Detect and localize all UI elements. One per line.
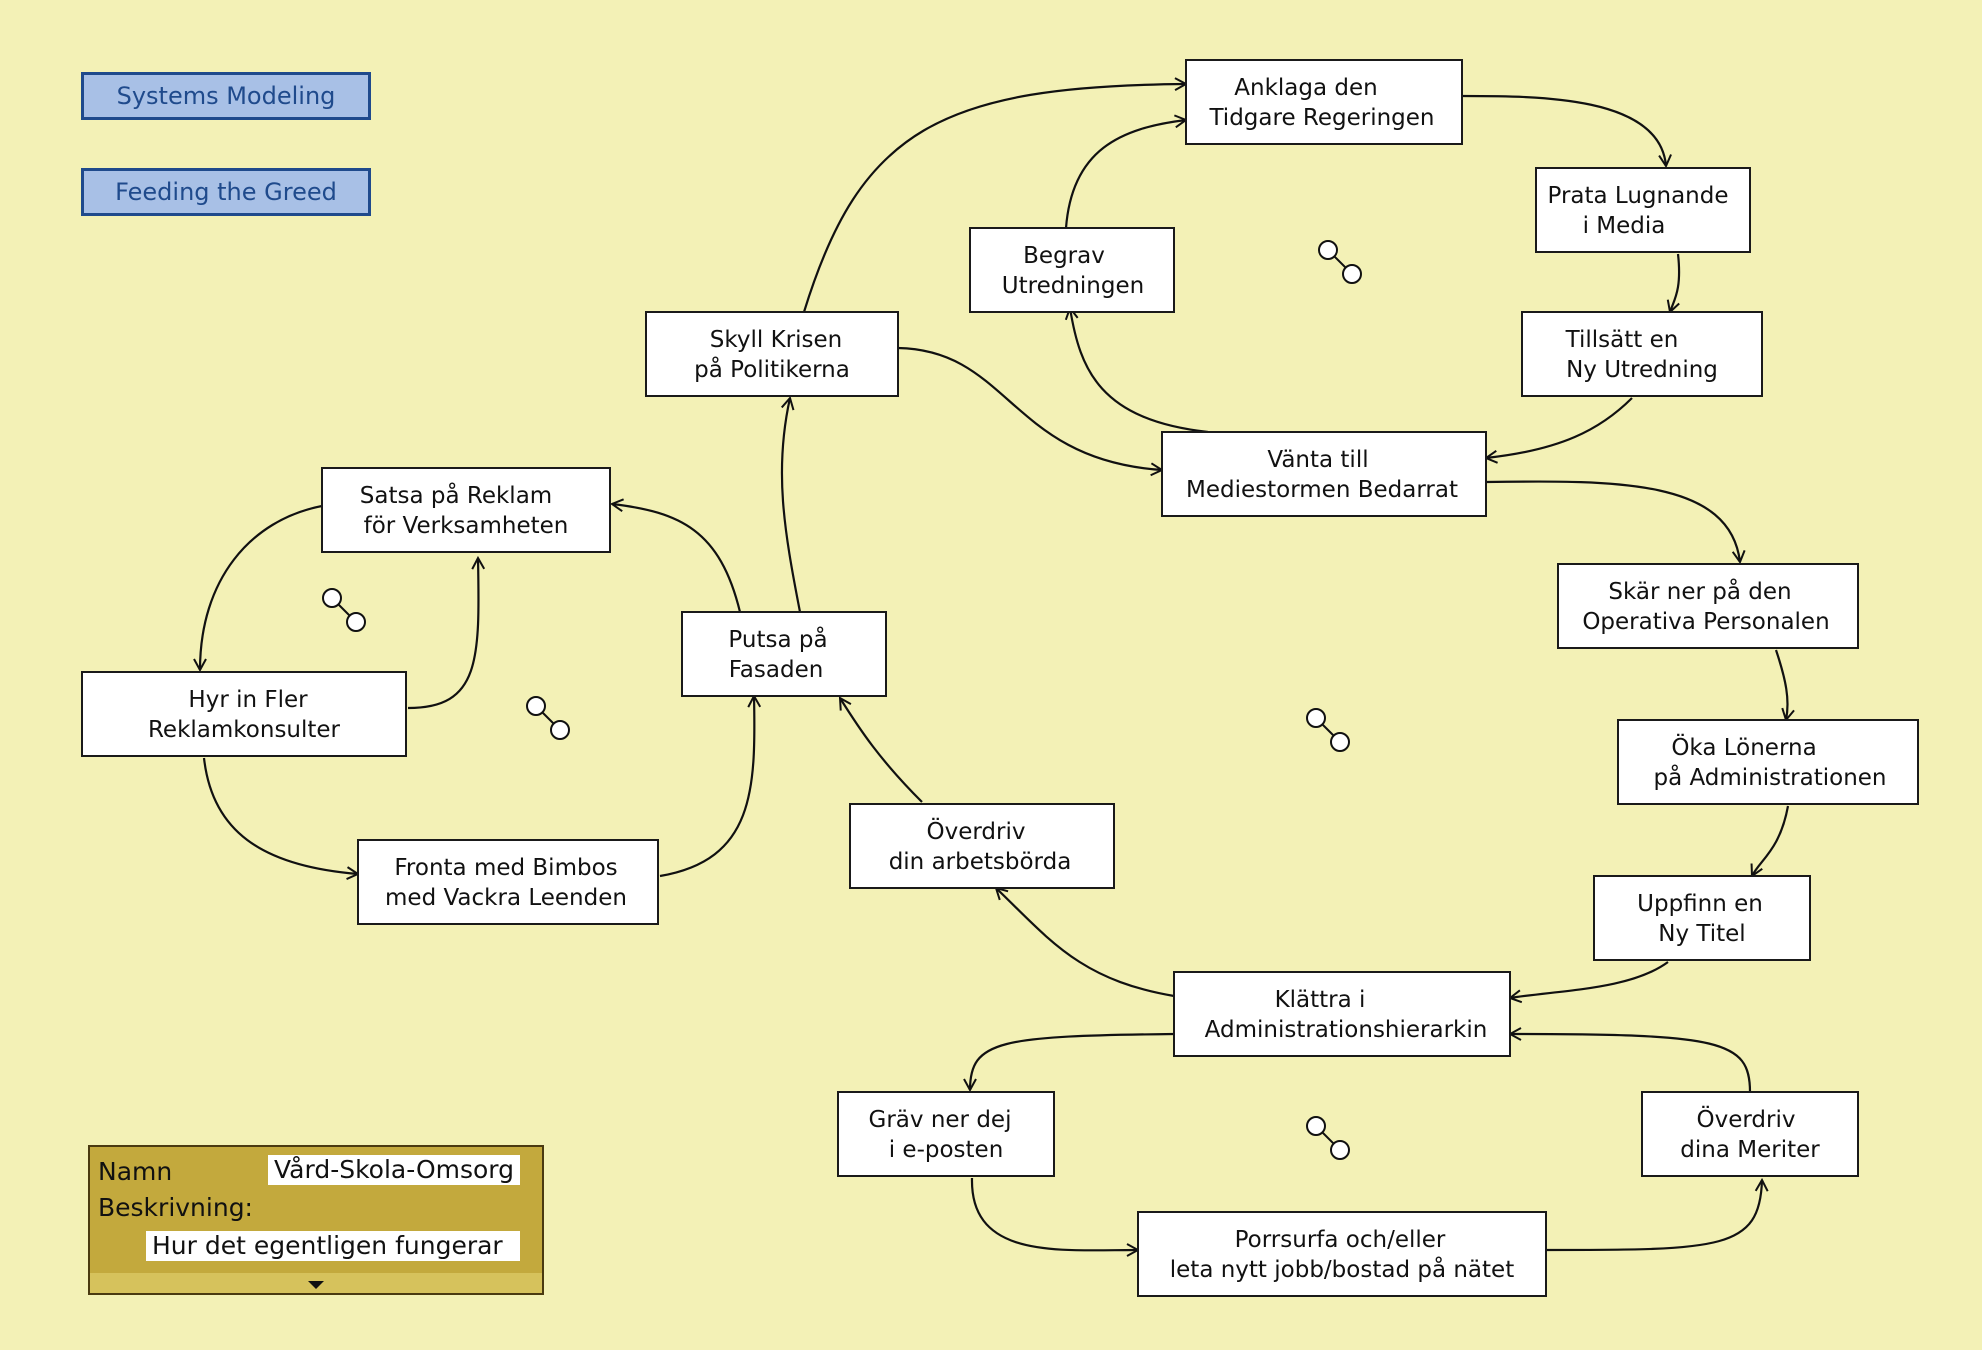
loop-marker-left-upper — [322, 588, 366, 632]
node-hyr[interactable]: Hyr in Fler Reklamkonsulter — [81, 671, 407, 757]
node-anklaga[interactable]: Anklaga den Tidgare Regeringen — [1185, 59, 1463, 145]
node-skar-line1: Skär ner på den — [1608, 577, 1791, 605]
node-overdriv-arb-line2: din arbetsbörda — [889, 849, 1072, 875]
edge-skyll-vanta — [897, 346, 1162, 470]
node-klattra[interactable]: Klättra i Administrationshierarkin — [1173, 971, 1511, 1057]
node-porr-line2: leta nytt jobb/bostad på nätet — [1170, 1255, 1514, 1283]
node-uppfinn[interactable]: Uppfinn en Ny Titel — [1593, 875, 1811, 961]
node-tillsatt[interactable]: Tillsätt en Ny Utredning — [1521, 311, 1763, 397]
node-skyll-line2: på Politikerna — [694, 355, 850, 383]
node-begrav-line2: Utredningen — [1002, 273, 1144, 299]
node-klattra-line1: Klättra i — [1275, 987, 1366, 1013]
description-field[interactable]: Hur det egentligen fungerar — [146, 1231, 520, 1261]
name-field[interactable]: Vård-Skola-Omsorg — [268, 1155, 521, 1185]
loop-marker-top — [1318, 240, 1362, 284]
edge-uppfinn-klattra — [1510, 961, 1669, 998]
node-grav[interactable]: Gräv ner dej i e-posten — [837, 1091, 1055, 1177]
edge-klattra-overdriv-arb — [996, 888, 1175, 998]
node-skar-line2: Operativa Personalen — [1582, 609, 1829, 635]
node-tillsatt-line2: Ny Utredning — [1566, 357, 1718, 383]
node-overdriv-mer[interactable]: Överdriv dina Meriter — [1641, 1091, 1859, 1177]
edge-hyr-fronta — [202, 757, 358, 874]
node-putsa-line1: Putsa på — [728, 625, 827, 653]
node-hyr-line1: Hyr in Fler — [188, 687, 308, 713]
node-oka[interactable]: Öka Lönerna på Administrationen — [1617, 719, 1919, 805]
node-hyr-line2: Reklamkonsulter — [148, 717, 341, 743]
node-porr-line1: Porrsurfa och/eller — [1235, 1227, 1446, 1253]
node-satsa-line1: Satsa på Reklam — [360, 481, 552, 509]
edge-skyll-anklaga — [802, 84, 1186, 313]
node-prata-line1: Prata Lugnande — [1547, 183, 1728, 209]
node-vanta-line2: Mediestormen Bedarrat — [1186, 477, 1458, 503]
node-putsa-line2: Fasaden — [729, 657, 824, 683]
node-putsa[interactable]: Putsa på Fasaden — [681, 611, 887, 697]
node-uppfinn-line1: Uppfinn en — [1637, 891, 1763, 917]
edge-vanta-begrav — [1070, 308, 1209, 434]
node-prata-line2: i Media — [1583, 213, 1666, 239]
node-fronta[interactable]: Fronta med Bimbos med Vackra Leenden — [357, 839, 659, 925]
node-prata[interactable]: Prata Lugnande i Media — [1535, 167, 1751, 253]
node-overdriv-arb-line1: Överdriv — [927, 817, 1026, 845]
edge-hyr-satsa — [407, 558, 479, 710]
node-grav-line1: Gräv ner dej — [869, 1107, 1012, 1133]
node-begrav-line1: Begrav — [1023, 243, 1105, 269]
node-satsa-line2: för Verksamheten — [364, 513, 569, 539]
edge-overdriv-arb-putsa — [840, 698, 923, 803]
feeding-the-greed-button[interactable]: Feeding the Greed — [81, 168, 371, 216]
node-oka-line2: på Administrationen — [1653, 763, 1886, 791]
loop-marker-left-lower — [526, 696, 570, 740]
edge-oka-uppfinn — [1752, 805, 1790, 876]
node-anklaga-line2: Tidgare Regeringen — [1208, 105, 1434, 131]
node-klattra-line2: Administrationshierarkin — [1205, 1017, 1488, 1043]
description-label: Beskrivning: — [98, 1193, 253, 1222]
node-grav-line2: i e-posten — [889, 1137, 1004, 1163]
node-vanta-line1: Vänta till — [1267, 447, 1368, 473]
node-oka-line1: Öka Lönerna — [1671, 733, 1816, 761]
edge-fronta-putsa — [659, 696, 754, 878]
dropdown-arrow-icon[interactable] — [308, 1281, 324, 1289]
edge-tillsatt-vanta — [1486, 397, 1633, 458]
edge-anklaga-prata — [1461, 94, 1666, 166]
edge-satsa-hyr — [200, 504, 323, 670]
systems-modeling-button[interactable]: Systems Modeling — [81, 72, 371, 120]
loop-marker-bottom — [1306, 1116, 1350, 1160]
edge-begrav-anklaga — [1064, 120, 1186, 229]
edge-vanta-skar — [1485, 480, 1740, 562]
node-skyll[interactable]: Skyll Krisen på Politikerna — [645, 311, 899, 397]
node-fronta-line2: med Vackra Leenden — [385, 885, 627, 911]
node-overdriv-arb[interactable]: Överdriv din arbetsbörda — [849, 803, 1115, 889]
node-begrav[interactable]: Begrav Utredningen — [969, 227, 1175, 313]
name-label: Namn — [98, 1157, 173, 1186]
node-skyll-line1: Skyll Krisen — [710, 327, 842, 353]
node-skar[interactable]: Skär ner på den Operativa Personalen — [1557, 563, 1859, 649]
node-fronta-line1: Fronta med Bimbos — [394, 855, 617, 881]
node-uppfinn-line2: Ny Titel — [1658, 921, 1745, 947]
edge-skar-oka — [1774, 649, 1788, 720]
info-panel: Namn Vård-Skola-Omsorg Beskrivning: Hur … — [88, 1145, 544, 1295]
node-overdriv-mer-line2: dina Meriter — [1680, 1137, 1820, 1163]
node-satsa[interactable]: Satsa på Reklam för Verksamheten — [321, 467, 611, 553]
edge-overdriv-mer-klattra — [1510, 1034, 1752, 1093]
edges — [200, 84, 1788, 1250]
loop-marker-middle — [1306, 708, 1350, 752]
edge-grav-porr — [970, 1177, 1138, 1250]
edge-prata-tillsatt — [1670, 253, 1681, 312]
node-vanta[interactable]: Vänta till Mediestormen Bedarrat — [1161, 431, 1487, 517]
node-tillsatt-line1: Tillsätt en — [1565, 327, 1679, 353]
edge-putsa-satsa — [612, 504, 742, 613]
node-overdriv-mer-line1: Överdriv — [1697, 1105, 1796, 1133]
node-porr[interactable]: Porrsurfa och/eller leta nytt jobb/bosta… — [1137, 1211, 1547, 1297]
edge-putsa-skyll — [780, 398, 802, 613]
node-anklaga-line1: Anklaga den — [1234, 75, 1377, 101]
edge-porr-overdriv-mer — [1545, 1180, 1762, 1252]
edge-klattra-grav — [970, 1032, 1175, 1090]
